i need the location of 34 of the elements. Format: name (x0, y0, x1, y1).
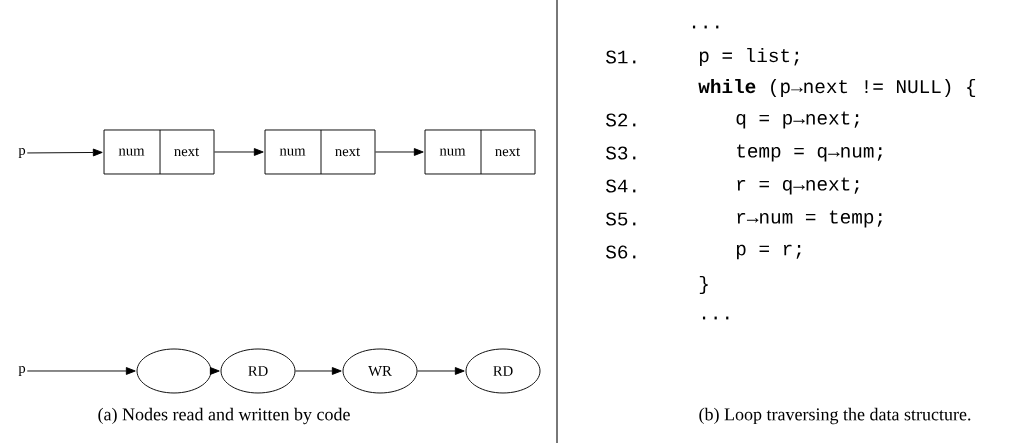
arrow (417, 367, 465, 375)
code-line: temp = q→num; (737, 144, 882, 162)
code-line: ... (692, 25, 719, 29)
arrow (375, 148, 424, 156)
code-line: q = p→next; (736, 111, 859, 129)
line-number: S2. (606, 113, 636, 127)
code-line: } (699, 276, 708, 294)
caption: (b) Loop traversing the data structure. (699, 407, 971, 425)
arrow (26, 367, 136, 375)
code-line: r→num = temp; (737, 210, 882, 228)
code-line: ... (702, 316, 729, 320)
line-number: S3. (606, 146, 636, 160)
code-line: p = list; (699, 48, 799, 66)
code-line: r = q→next; (737, 177, 859, 195)
arrow (214, 148, 264, 156)
code-line: p = r; (736, 244, 801, 260)
ellipse-node: WR (342, 348, 418, 394)
record-box: num next (103, 129, 215, 175)
line-number: S5. (606, 212, 636, 226)
line-number: S1. (606, 50, 636, 64)
variable-label: p (18, 148, 26, 158)
ellipse-node: RD (220, 348, 296, 394)
arrow (26, 148, 103, 157)
variable-label: p (18, 366, 26, 376)
caption: (a) Nodes read and written by code (98, 407, 350, 425)
ellipse-node (136, 348, 212, 394)
record-box: num next (424, 129, 536, 175)
arrow (209, 367, 220, 375)
record-box: num next (264, 129, 376, 175)
line-number: S6. (606, 245, 636, 259)
code-line: while (p→next != NULL) { (698, 79, 976, 97)
line-number: S4. (606, 179, 636, 193)
arrow (295, 367, 342, 375)
ellipse-node: RD (465, 348, 541, 394)
